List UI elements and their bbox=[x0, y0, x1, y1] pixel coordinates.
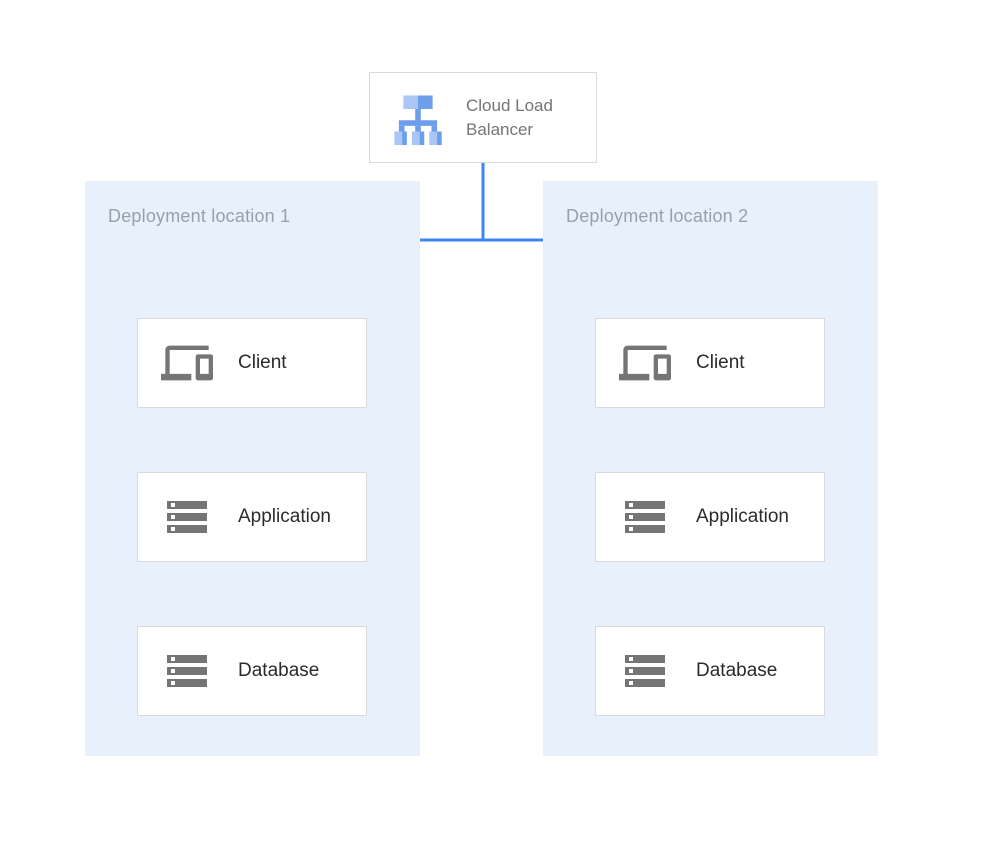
load-balancer-icon bbox=[390, 89, 446, 147]
node-label: Application bbox=[696, 506, 789, 527]
client-devices-icon bbox=[156, 335, 218, 391]
node-client-2[interactable]: Client bbox=[595, 318, 825, 408]
server-stack-icon bbox=[614, 643, 676, 699]
node-cloud-load-balancer[interactable]: Cloud Load Balancer bbox=[369, 72, 597, 163]
server-stack-icon bbox=[156, 643, 218, 699]
node-label: Database bbox=[238, 660, 320, 681]
node-database-2[interactable]: Database bbox=[595, 626, 825, 716]
node-application-2[interactable]: Application bbox=[595, 472, 825, 562]
node-label: Database bbox=[696, 660, 778, 681]
node-client-1[interactable]: Client bbox=[137, 318, 367, 408]
client-devices-icon bbox=[614, 335, 676, 391]
region-label: Deployment location 1 bbox=[108, 206, 291, 226]
load-balancer-label: Cloud Load Balancer bbox=[466, 95, 553, 139]
node-database-1[interactable]: Database bbox=[137, 626, 367, 716]
region-deployment-location-2: Deployment location 2 Client Application bbox=[543, 181, 878, 756]
region-deployment-location-1: Deployment location 1 Client Application bbox=[85, 181, 420, 756]
node-application-1[interactable]: Application bbox=[137, 472, 367, 562]
node-label: Application bbox=[238, 506, 331, 527]
server-stack-icon bbox=[156, 489, 218, 545]
region-label: Deployment location 2 bbox=[566, 206, 749, 226]
node-label: Client bbox=[238, 352, 287, 373]
server-stack-icon bbox=[614, 489, 676, 545]
node-label: Client bbox=[696, 352, 745, 373]
